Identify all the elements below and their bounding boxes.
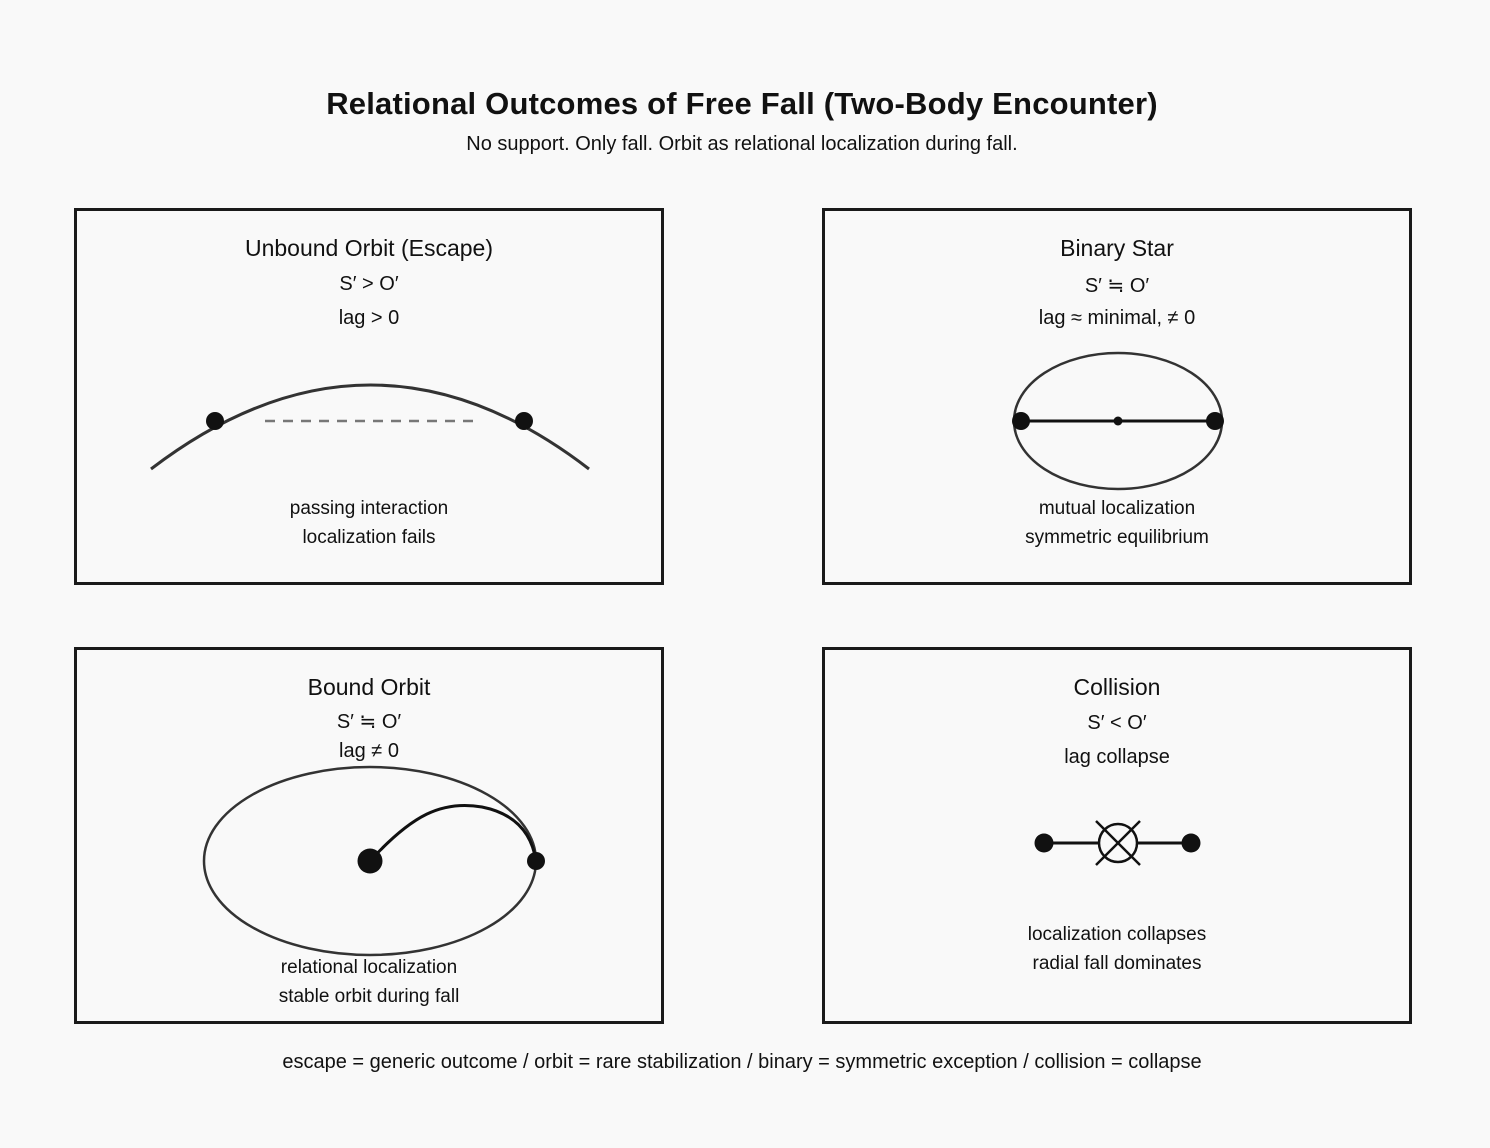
collision-diagram	[1034, 820, 1201, 866]
panel-collision-note-2: radial fall dominates	[1032, 953, 1202, 974]
panel-escape-note-1: passing interaction	[289, 498, 449, 519]
bound-diagram	[202, 765, 545, 957]
panel-collision-note-1: localization collapses	[1027, 924, 1207, 945]
panel-escape-relation: S′ > O′	[339, 273, 399, 295]
panel-bound-title: Bound Orbit	[307, 674, 431, 700]
binary-barycenter	[1113, 416, 1123, 426]
panel-collision-lag: lag collapse	[1064, 746, 1170, 768]
escape-body-right	[515, 412, 533, 430]
panel-collision: Collision S′ < O′ lag collapse localizat…	[822, 647, 1412, 1024]
panel-bound: Bound Orbit S′ ≒ O′ lag ≠ 0 relational l…	[74, 647, 664, 1024]
panel-bound-lag: lag ≠ 0	[339, 740, 399, 762]
collision-body-left	[1034, 833, 1054, 853]
panel-bound-note-1: relational localization	[280, 957, 458, 978]
panel-escape-title: Unbound Orbit (Escape)	[244, 235, 493, 261]
panel-escape-note-2: localization fails	[302, 527, 436, 548]
panel-collision-relation: S′ < O′	[1087, 712, 1147, 734]
panel-binary: Binary Star S′ ≒ O′ lag ≈ minimal, ≠ 0 m…	[822, 208, 1412, 585]
diagram-title: Relational Outcomes of Free Fall (Two-Bo…	[326, 86, 1158, 121]
binary-body-left	[1012, 412, 1030, 430]
bound-central-body	[357, 848, 383, 874]
panel-binary-note-1: mutual localization	[1038, 498, 1196, 519]
collision-cross-circle-icon	[1095, 820, 1141, 866]
panel-escape-lag: lag > 0	[338, 307, 400, 329]
bound-localization-arc	[368, 803, 538, 863]
panel-binary-relation: S′ ≒ O′	[1084, 275, 1150, 297]
panel-binary-lag: lag ≈ minimal, ≠ 0	[1038, 307, 1196, 329]
escape-diagram	[150, 383, 590, 471]
panel-binary-title: Binary Star	[1060, 235, 1174, 261]
binary-diagram	[1012, 351, 1224, 491]
collision-body-right	[1181, 833, 1201, 853]
legend-footer: escape = generic outcome / orbit = rare …	[282, 1051, 1202, 1073]
panel-bound-relation: S′ ≒ O′	[336, 711, 402, 733]
panel-collision-title: Collision	[1073, 674, 1161, 700]
panel-bound-note-2: stable orbit during fall	[278, 986, 460, 1007]
bound-orbiting-body	[527, 852, 545, 870]
panel-binary-note-2: symmetric equilibrium	[1025, 527, 1209, 548]
escape-body-left	[206, 412, 224, 430]
binary-body-right	[1206, 412, 1224, 430]
panel-escape: Unbound Orbit (Escape) S′ > O′ lag > 0 p…	[74, 208, 664, 585]
diagram-subtitle: No support. Only fall. Orbit as relation…	[466, 133, 1018, 155]
